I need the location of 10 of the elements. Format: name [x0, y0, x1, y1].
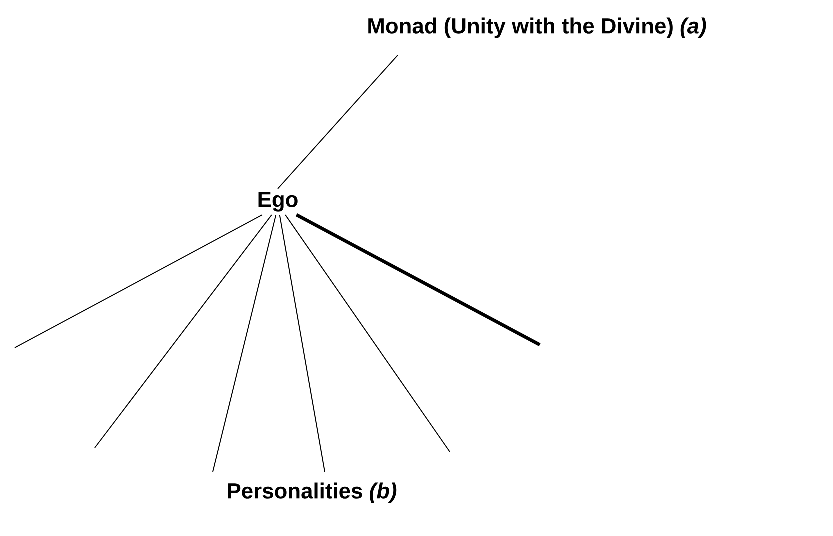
line — [285, 214, 450, 452]
line — [212, 214, 277, 472]
line — [94, 214, 272, 448]
line — [279, 214, 326, 472]
caption-text: Personalities (b) — [228, 482, 397, 504]
line — [14, 214, 263, 348]
line — [296, 214, 541, 346]
node-label: Ego — [258, 192, 298, 212]
line — [278, 54, 398, 190]
node-label: Monad (Unity with the Divine) (a) — [368, 18, 706, 38]
